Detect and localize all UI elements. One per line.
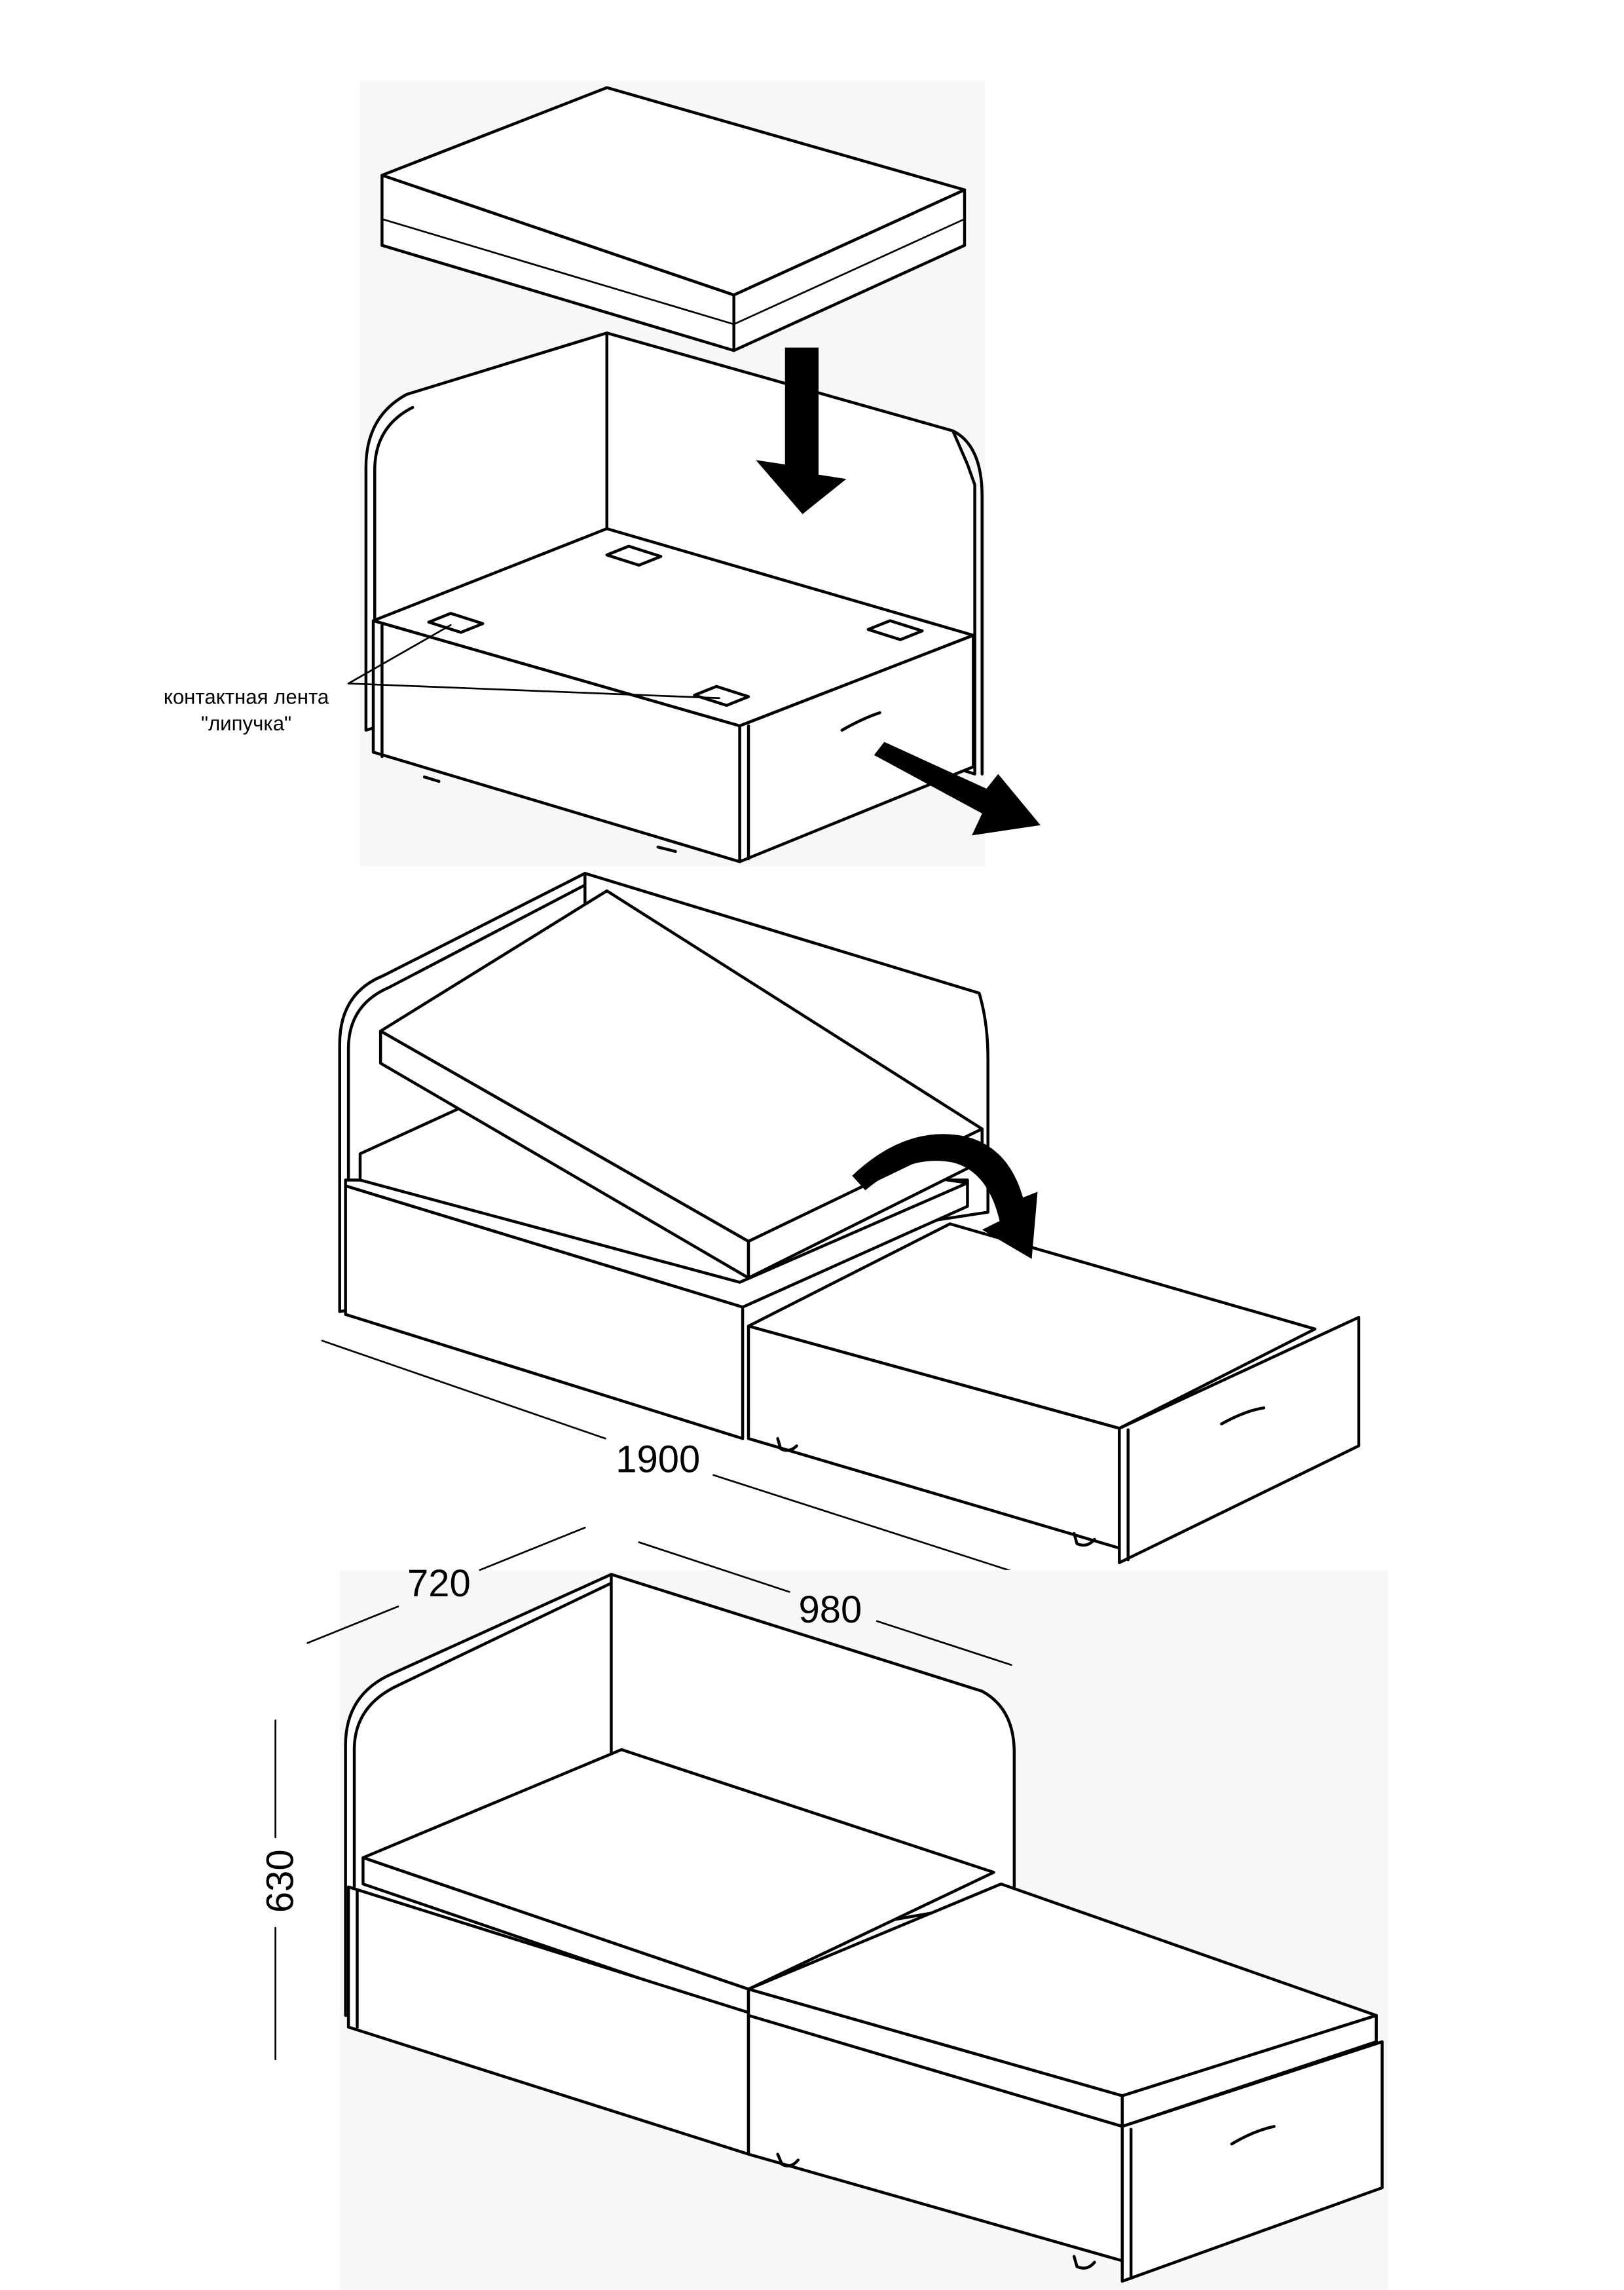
panel-exploded-view: контактная лента "липучка" — [164, 80, 1041, 867]
callout-label-line-2: "липучка" — [201, 712, 291, 735]
castor-wheel — [776, 1436, 798, 1452]
drawer-handle — [1230, 2125, 1276, 2146]
callout-leader-line — [347, 683, 720, 700]
base-front-face — [344, 1184, 745, 1440]
dimension-line-1900 — [321, 1340, 606, 1440]
castor-wheel — [1072, 2255, 1096, 2270]
panel-unfolding: 1900 — [321, 872, 1361, 1600]
arrow-pull-out-icon — [874, 741, 1041, 836]
panel-assembled: 720 980 630 — [259, 1526, 1388, 2290]
dimension-line-980 — [876, 1620, 1012, 1666]
dimension-line-720 — [306, 1605, 399, 1644]
callout-leader-line — [347, 624, 452, 685]
drawer-handle — [1220, 1406, 1266, 1426]
tilted-mattress — [378, 889, 984, 1280]
velcro-pad — [427, 612, 485, 634]
dimension-line-720 — [479, 1526, 586, 1571]
dimension-label-630: 630 — [259, 1849, 301, 1913]
rotate-arrow-icon — [852, 1134, 1038, 1259]
castor-wheel — [1072, 1531, 1096, 1547]
arrow-down-icon — [756, 347, 847, 514]
velcro-pad — [605, 544, 663, 567]
dimension-line-980 — [638, 1541, 790, 1593]
pulled-out-drawer — [747, 1222, 1361, 1564]
sofa-frame — [364, 331, 984, 863]
velcro-pad — [866, 619, 924, 641]
mattress-top — [380, 86, 967, 352]
dimension-label-980: 980 — [799, 1589, 862, 1631]
castor-wheel — [776, 2152, 800, 2168]
extended-drawer — [1120, 2040, 1384, 2283]
dimension-label-720: 720 — [407, 1563, 471, 1605]
dimension-label-1900: 1900 — [616, 1438, 700, 1480]
velcro-pad — [693, 685, 750, 707]
callout-label-line-1: контактная лента — [164, 686, 329, 709]
drawer-handle — [840, 711, 881, 732]
